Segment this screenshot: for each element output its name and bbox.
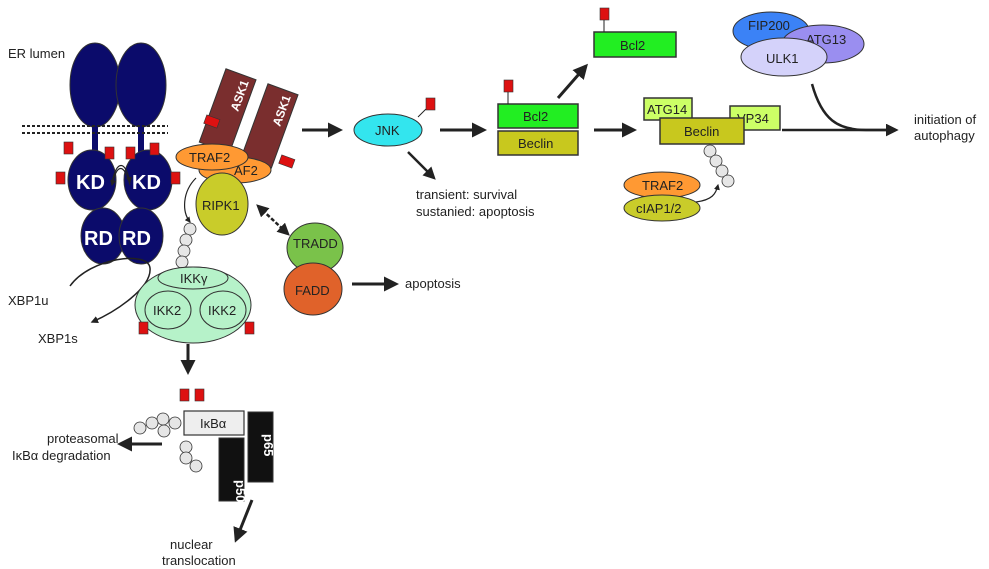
ulk1-oval xyxy=(740,37,828,77)
ikk-phospho-tag-right xyxy=(244,321,255,335)
nuclear-translocation-arrow xyxy=(233,499,254,543)
traf2-to-ub-arrow xyxy=(184,177,197,223)
fadd-oval xyxy=(283,262,343,316)
proteasomal-label-2: IκBα degradation xyxy=(12,448,111,463)
fadd-label: FADD xyxy=(295,283,330,298)
beclin-complex-label: Beclin xyxy=(684,124,719,139)
bcl2-free-phospho-tag xyxy=(599,7,610,21)
bcl2-label: Bcl2 xyxy=(523,109,548,124)
jnk-outcome-arrow xyxy=(407,151,436,180)
proteasomal-label-1: proteasomal xyxy=(47,431,119,446)
bcl2-free-box xyxy=(593,31,677,58)
beclin-label: Beclin xyxy=(518,136,553,151)
ikba-phospho-tag-1 xyxy=(179,388,190,402)
bcl2-box xyxy=(497,103,579,129)
ripk1-tradd-arrow xyxy=(256,204,290,236)
p50-label: p50 xyxy=(233,480,248,502)
nuclear-label-1: nuclear xyxy=(170,537,213,552)
initiation-label-2: autophagy xyxy=(914,128,975,143)
traf2-autophagy-label: TRAF2 xyxy=(642,178,683,193)
rd-label-right: RD xyxy=(122,228,151,250)
bcl2-free-label: Bcl2 xyxy=(620,38,645,53)
ciap-ub-arrow xyxy=(695,183,720,203)
xbp1s-label: XBP1s xyxy=(38,331,78,346)
p50-box xyxy=(218,437,245,502)
rd-label-left: RD xyxy=(84,228,113,250)
beclin-box xyxy=(497,130,579,156)
bcl2-phospho-tag xyxy=(503,79,514,93)
ire1-phospho-tags xyxy=(55,141,181,185)
ask1-phospho-tag-2 xyxy=(278,154,296,169)
ripk1-ub-chain xyxy=(175,222,197,269)
ikk-gamma-label: IKKγ xyxy=(180,271,208,286)
nuclear-label-2: translocation xyxy=(162,553,236,568)
ripk1-oval xyxy=(195,172,249,236)
xbp1-splicing-arrow xyxy=(69,257,151,324)
jnk-label: JNK xyxy=(375,123,400,138)
traf2-back-label: AF2 xyxy=(234,163,258,178)
fip200-label: FIP200 xyxy=(748,18,790,33)
sustained-label: sustanied: apoptosis xyxy=(416,204,535,219)
autophagy-initiation-arrow xyxy=(810,83,899,137)
bcl2-release-arrow xyxy=(556,63,588,99)
atg13-label: ATG13 xyxy=(806,32,846,47)
traf2-label: TRAF2 xyxy=(189,150,230,165)
jnk-oval xyxy=(353,113,423,147)
ikk-phospho-tag-left xyxy=(138,321,149,335)
ikk2-right-label: IKK2 xyxy=(208,303,236,318)
tradd-label: TRADD xyxy=(293,236,338,251)
ripk1-label: RIPK1 xyxy=(202,198,240,213)
ikk2-left-oval xyxy=(144,290,192,330)
ulk1-label: ULK1 xyxy=(766,51,799,66)
ciap-oval xyxy=(623,194,701,222)
beclin-complex-box xyxy=(659,117,745,145)
initiation-label-1: initiation of xyxy=(914,112,977,127)
ikk2-right-oval xyxy=(199,290,247,330)
vp34-label: VP34 xyxy=(737,111,769,126)
ire1-dimer xyxy=(22,42,173,265)
apoptosis-label: apoptosis xyxy=(405,276,461,291)
ikba-ub-chains xyxy=(133,412,203,473)
p65-box xyxy=(247,411,274,483)
p65-label: p65 xyxy=(261,434,276,456)
ikk2-left-label: IKK2 xyxy=(153,303,181,318)
traf2-oval xyxy=(175,143,249,171)
transient-label: transient: survival xyxy=(416,187,517,202)
atg14-label: ATG14 xyxy=(647,102,687,117)
jnk-phospho-tag xyxy=(425,97,436,111)
ikk-gamma-oval xyxy=(157,266,229,290)
kd-label-left: KD xyxy=(76,172,105,194)
ikba-label: IκBα xyxy=(200,416,227,431)
er-lumen-label: ER lumen xyxy=(8,46,65,61)
beclin-ub-chain xyxy=(703,144,735,188)
ikba-box xyxy=(183,410,245,436)
ikba-phospho-tag-2 xyxy=(194,388,205,402)
ask1-phospho-tag-1 xyxy=(203,114,221,129)
ciap-label: cIAP1/2 xyxy=(636,201,682,216)
kd-label-right: KD xyxy=(132,172,161,194)
xbp1u-label: XBP1u xyxy=(8,293,48,308)
